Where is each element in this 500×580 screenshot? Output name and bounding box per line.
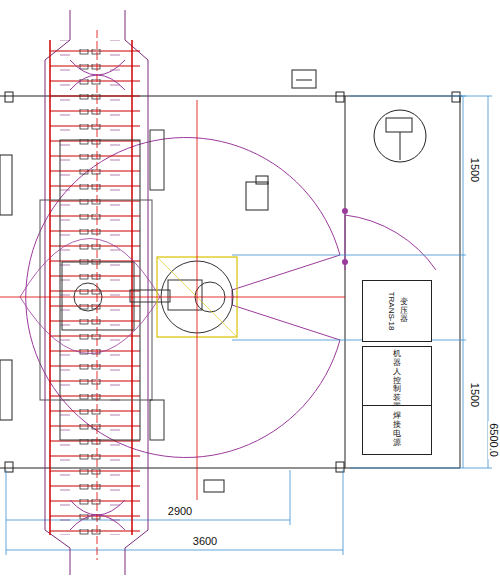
- dimension-text: 1500: [469, 381, 481, 409]
- equipment-model: TRANS-18: [387, 292, 396, 331]
- equipment-box: 焊接电源: [362, 405, 432, 455]
- dimension-text: 2900: [166, 505, 194, 517]
- equipment-name: 焊接电源: [393, 412, 401, 447]
- equipment-name: 变压器: [400, 298, 408, 324]
- equipment-box: TRANS-18 变压器: [362, 280, 432, 342]
- text-holder: TRANS-18: [387, 292, 396, 331]
- dimension-text: 6500.0: [488, 421, 500, 459]
- dimension-text: 3600: [191, 535, 219, 547]
- dimension-text: 1500: [469, 156, 481, 184]
- equipment-name: 机器人控制装置: [393, 350, 401, 412]
